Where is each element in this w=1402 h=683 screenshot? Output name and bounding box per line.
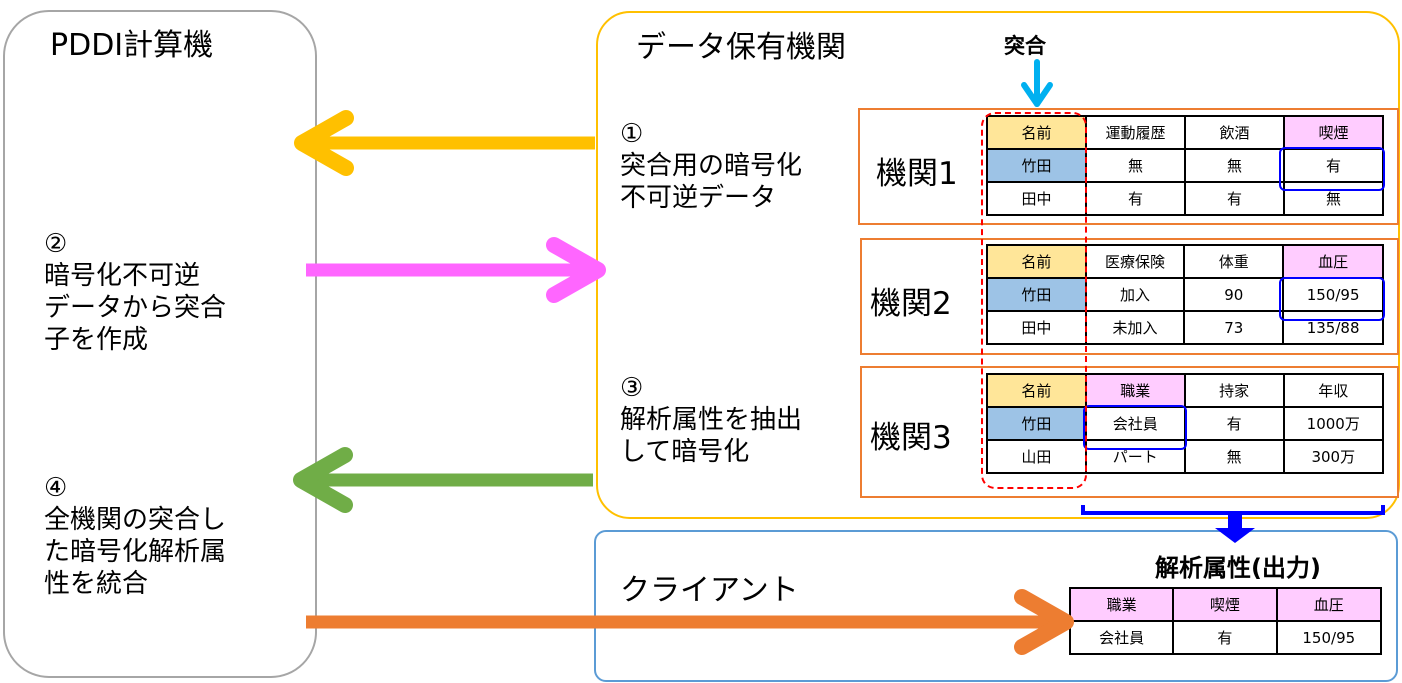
header-cell: 喫煙 <box>1172 587 1278 622</box>
cell: 会社員 <box>1068 620 1175 655</box>
output-table: 職業 喫煙 血圧 会社員 有 150/95 <box>1068 587 1383 655</box>
table-header-row: 職業 喫煙 血圧 <box>1068 587 1383 622</box>
step1-text: ① 突合用の暗号化 不可逆データ <box>620 119 803 213</box>
header-cell: 持家 <box>1183 373 1285 408</box>
header-cell: 職業 <box>1068 587 1175 622</box>
cell: 1000万 <box>1282 406 1385 441</box>
pddi-title: PDDI計算機 <box>50 28 214 63</box>
cell: 加入 <box>1084 277 1186 312</box>
header-cell: 名前 <box>986 244 1087 279</box>
header-cell: 血圧 <box>1275 587 1383 622</box>
arrow-step1 <box>294 110 595 176</box>
cell: 有 <box>1283 148 1384 183</box>
client-title: クライアント <box>620 573 799 608</box>
org3-label: 機関3 <box>870 420 952 456</box>
highlight-occupation <box>1083 405 1187 450</box>
cell: 150/95 <box>1282 277 1384 312</box>
step2-text: ② 暗号化不可逆 データから突合 子を作成 <box>44 229 227 355</box>
cell: 有 <box>1184 181 1285 216</box>
org3-table: 名前 職業 持家 年収 竹田 会社員 有 1000万 山田 パート 無 300万 <box>986 373 1385 474</box>
cell: 竹田 <box>986 406 1087 441</box>
header-cell: 年収 <box>1282 373 1385 408</box>
table-row: 田中 未加入 73 135/88 <box>986 310 1384 345</box>
org2-table: 名前 医療保険 体重 血圧 竹田 加入 90 150/95 田中 未加入 73 … <box>986 244 1384 345</box>
highlight-smoking <box>1279 147 1385 191</box>
cell: パート <box>1084 439 1186 474</box>
cell: 無 <box>1283 181 1384 216</box>
table-header-row: 名前 運動履歴 飲酒 喫煙 <box>986 115 1384 150</box>
header-cell: 喫煙 <box>1283 115 1384 150</box>
org2-label: 機関2 <box>870 286 952 322</box>
highlight-blood-pressure <box>1279 277 1385 321</box>
output-title: 解析属性(出力) <box>1155 554 1321 582</box>
cell: 田中 <box>986 310 1087 345</box>
arrow-step2 <box>306 237 606 303</box>
header-cell: 運動履歴 <box>1085 115 1186 150</box>
table-row: 竹田 会社員 有 1000万 <box>986 406 1385 441</box>
header-cell: 飲酒 <box>1184 115 1285 150</box>
cell: 竹田 <box>986 277 1087 312</box>
arrow-step3 <box>293 447 593 513</box>
cell: 150/95 <box>1275 620 1383 655</box>
cell: 有 <box>1183 406 1285 441</box>
match-column-outline <box>981 112 1087 489</box>
cell: 有 <box>1172 620 1278 655</box>
header-cell: 体重 <box>1183 244 1285 279</box>
pddi-computer-panel <box>3 10 317 678</box>
cell: 90 <box>1183 277 1285 312</box>
match-label: 突合 <box>1004 34 1046 58</box>
cell: 73 <box>1183 310 1285 345</box>
table-header-row: 名前 医療保険 体重 血圧 <box>986 244 1384 279</box>
header-cell: 名前 <box>986 373 1087 408</box>
cell: 会社員 <box>1084 406 1186 441</box>
attribute-bracket <box>1081 505 1385 515</box>
arrow-step4 <box>306 589 1074 655</box>
holder-title: データ保有機関 <box>636 30 846 65</box>
table-row: 竹田 無 無 有 <box>986 148 1384 183</box>
table-row: 山田 パート 無 300万 <box>986 439 1385 474</box>
cell: 300万 <box>1282 439 1385 474</box>
cell: 135/88 <box>1282 310 1384 345</box>
cell: 山田 <box>986 439 1087 474</box>
cell: 無 <box>1085 148 1186 183</box>
org1-label: 機関1 <box>876 156 958 192</box>
step3-text: ③ 解析属性を抽出 して暗号化 <box>620 373 803 467</box>
cell: 有 <box>1085 181 1186 216</box>
arrow-match <box>1021 59 1053 107</box>
table-row: 竹田 加入 90 150/95 <box>986 277 1384 312</box>
header-cell: 血圧 <box>1282 244 1384 279</box>
cell: 未加入 <box>1084 310 1186 345</box>
table-row: 会社員 有 150/95 <box>1068 620 1383 655</box>
cell: 竹田 <box>986 148 1087 183</box>
header-cell: 名前 <box>986 115 1087 150</box>
arrow-output <box>1215 514 1255 543</box>
cell: 無 <box>1183 439 1285 474</box>
cell: 無 <box>1184 148 1285 183</box>
step4-text: ④ 全機関の突合し た暗号化解析属 性を統合 <box>44 473 227 599</box>
